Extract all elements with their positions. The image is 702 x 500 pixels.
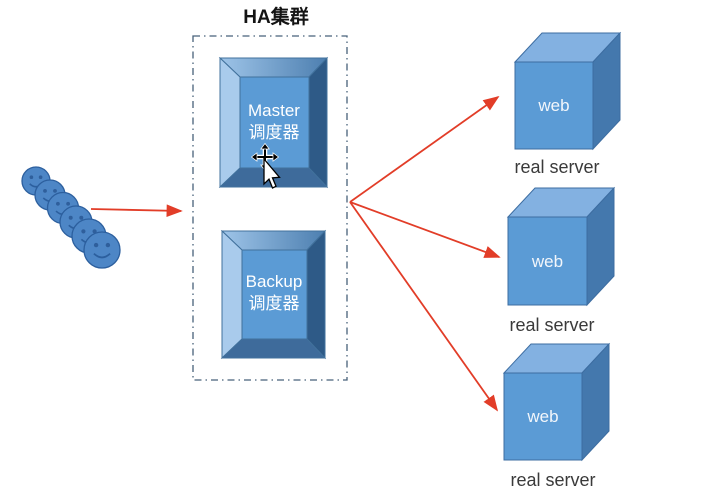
ha-cluster-border[interactable] bbox=[192, 35, 348, 381]
backup-node-label: Backup 调度器 bbox=[223, 271, 325, 315]
web-server-1-label: web bbox=[538, 96, 570, 115]
move-cursor-icon bbox=[250, 142, 281, 189]
web-server-3-cube[interactable] bbox=[502, 342, 611, 462]
clients-to-cluster-arrow[interactable] bbox=[90, 204, 183, 217]
master-label-line2: 调度器 bbox=[248, 123, 300, 142]
backup-face bbox=[241, 249, 308, 340]
master-node-label: Master 调度器 bbox=[221, 100, 327, 144]
backup-label-line2: 调度器 bbox=[248, 294, 300, 313]
client-smiley-icon bbox=[83, 231, 121, 269]
cube-front bbox=[507, 216, 588, 306]
backup-label-line1: Backup bbox=[245, 272, 303, 291]
cluster-to-web1-arrow[interactable] bbox=[349, 95, 500, 203]
ha-cluster-title: HA集群 bbox=[243, 7, 309, 28]
web-server-2-cube[interactable] bbox=[506, 186, 616, 307]
master-label-line1: Master bbox=[248, 101, 300, 120]
web-server-3-label: web bbox=[527, 407, 559, 426]
master-node-shape[interactable] bbox=[218, 56, 329, 189]
web-server-1-cube[interactable] bbox=[513, 31, 622, 151]
web-server-2-caption: real server bbox=[509, 315, 595, 335]
cube-front bbox=[503, 372, 583, 461]
clients-smiley-group[interactable] bbox=[21, 166, 121, 269]
pointer-arrow-icon bbox=[263, 157, 281, 189]
backup-node-shape[interactable] bbox=[220, 229, 327, 360]
cluster-to-web3-arrow[interactable] bbox=[349, 201, 499, 412]
web-server-2-label: web bbox=[531, 252, 564, 271]
cube-front bbox=[514, 61, 594, 150]
web-server-3-caption: real server bbox=[510, 470, 596, 490]
cluster-to-web2-arrow[interactable] bbox=[349, 201, 501, 258]
master-face bbox=[239, 76, 310, 169]
web-server-1-caption: real server bbox=[514, 157, 600, 177]
